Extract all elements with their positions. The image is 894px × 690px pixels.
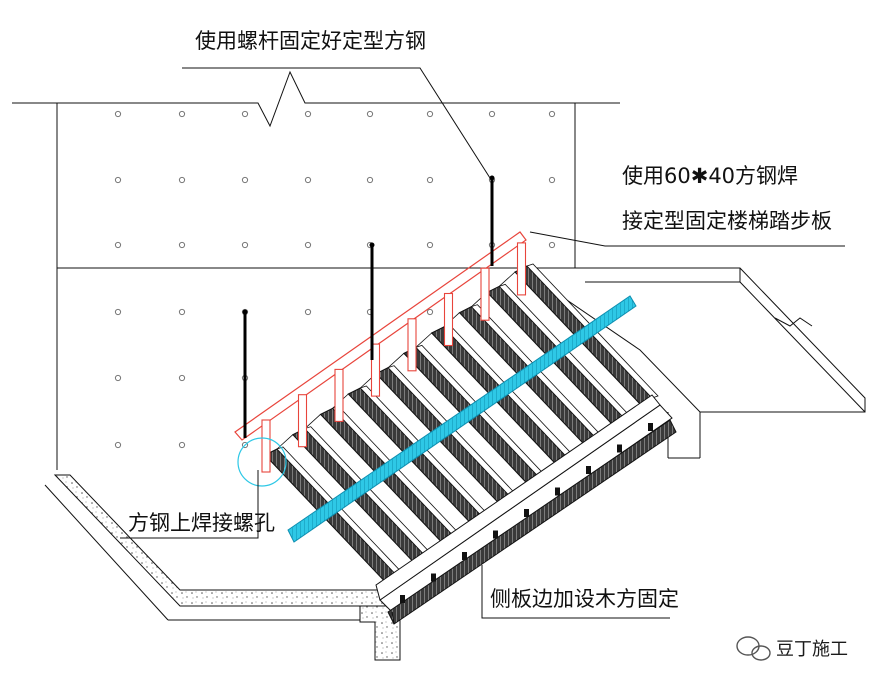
label-weld-hole: 方钢上焊接螺孔 <box>128 511 275 535</box>
riser-line <box>498 271 516 287</box>
bolt-hole <box>241 176 249 184</box>
label-steel-line1: 使用60✱40方钢焊 <box>622 164 798 188</box>
bolt-hole <box>548 241 556 249</box>
side-timber-stringer <box>375 394 677 625</box>
bolt-hole <box>426 176 434 184</box>
bolt-hole <box>488 110 496 118</box>
bolt-hole <box>366 176 374 184</box>
riser-line <box>276 434 294 450</box>
timber-stud <box>400 595 405 603</box>
timber-stud <box>586 466 591 474</box>
watermark: 豆丁施工 <box>736 636 848 661</box>
bolt-hole <box>304 176 312 184</box>
bolt-hole <box>114 176 122 184</box>
rod-cap <box>489 175 495 181</box>
bolt-hole <box>178 110 186 118</box>
bolt-hole <box>304 110 312 118</box>
leader-lines <box>120 67 845 619</box>
bolt-hole <box>178 374 186 382</box>
bolt-hole <box>114 374 122 382</box>
timber-stud <box>648 423 653 431</box>
steel-upright <box>334 368 344 422</box>
label-steel-line2: 接定型固定楼梯踏步板 <box>622 209 832 233</box>
label-side-timber: 侧板边加设木方固定 <box>490 587 679 611</box>
bolt-hole <box>426 110 434 118</box>
riser-line <box>415 332 432 348</box>
bolt-hole <box>548 110 556 118</box>
timber-studs <box>400 423 653 603</box>
bolt-hole <box>114 308 122 316</box>
bolt-hole <box>178 241 186 249</box>
timber-stud <box>462 552 467 560</box>
riser-line <box>387 353 405 368</box>
bolt-hole <box>178 176 186 184</box>
bolt-hole <box>548 176 556 184</box>
bolt-hole <box>426 241 434 249</box>
rod-cap <box>369 242 375 248</box>
riser-line <box>304 414 321 429</box>
rod-cap <box>242 309 248 315</box>
bolt-hole <box>304 308 312 316</box>
steel-upright <box>443 292 454 347</box>
ground-slab <box>44 474 401 661</box>
timber-stud <box>431 573 436 582</box>
bolt-hole <box>366 110 374 118</box>
label-top-bolt: 使用螺杆固定好定型方钢 <box>195 29 426 53</box>
bolt-hole <box>114 441 122 449</box>
steel-upright <box>370 343 381 397</box>
bolt-hole <box>178 308 186 316</box>
timber-stud <box>493 530 498 539</box>
timber-stud <box>524 509 529 517</box>
threaded-rods <box>242 175 495 438</box>
steel-upright <box>516 242 527 296</box>
timber-stud <box>555 487 560 496</box>
steel-frame-60x40 <box>234 231 527 473</box>
bolt-hole <box>114 110 122 118</box>
weld-hole-highlight <box>237 437 287 487</box>
bolt-hole <box>178 441 186 449</box>
bolt-hole <box>114 241 122 249</box>
timber-stud <box>617 444 622 453</box>
steel-upright <box>261 419 271 473</box>
wechat-icon <box>736 636 771 661</box>
bolt-hole <box>241 110 249 118</box>
steel-upright <box>407 318 417 372</box>
bolt-hole <box>241 241 249 249</box>
bolt-hole <box>304 241 312 249</box>
bolt-hole <box>426 308 434 316</box>
steel-upright <box>297 394 308 448</box>
watermark-text: 豆丁施工 <box>776 639 848 660</box>
diagonal-brace <box>287 295 637 543</box>
steel-upright <box>480 267 490 321</box>
